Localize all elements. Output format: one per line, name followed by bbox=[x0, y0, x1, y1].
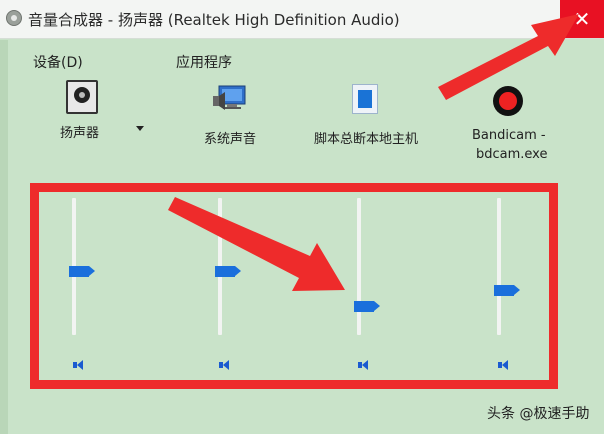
mute-speaker-icon[interactable] bbox=[73, 360, 87, 370]
app-label-system-sounds: 系统声音 bbox=[204, 132, 257, 147]
volume-slider-script-host[interactable] bbox=[357, 198, 361, 335]
volume-mixer-app-icon bbox=[6, 10, 22, 26]
speaker-icon[interactable] bbox=[66, 80, 98, 114]
volume-slider-thumb-bandicam[interactable] bbox=[494, 285, 520, 296]
devices-section-label: 设备(D) bbox=[33, 55, 83, 71]
mute-bandicam-icon[interactable] bbox=[498, 360, 512, 370]
annotation-highlight-box bbox=[30, 183, 558, 389]
background-window-edge bbox=[0, 40, 8, 434]
volume-slider-thumb-script-host[interactable] bbox=[354, 301, 380, 312]
app-label-script-host: 脚本总断本地主机 bbox=[314, 132, 419, 147]
volume-slider-thumb-speaker[interactable] bbox=[69, 266, 95, 277]
title-bar: 音量合成器 - 扬声器 (Realtek High Definition Aud… bbox=[0, 0, 604, 39]
system-sounds-icon[interactable] bbox=[213, 84, 249, 112]
applications-section-label: 应用程序 bbox=[176, 55, 232, 71]
chevron-down-icon[interactable] bbox=[136, 126, 144, 131]
app-label-bandicam-line1: Bandicam - bbox=[472, 128, 546, 143]
app-label-bandicam-line2: bdcam.exe bbox=[476, 147, 548, 162]
bandicam-icon[interactable] bbox=[493, 86, 523, 116]
mute-system-sounds-icon[interactable] bbox=[219, 360, 233, 370]
watermark-text: 头条 @极速手助 bbox=[487, 406, 590, 422]
device-label-speaker: 扬声器 bbox=[60, 126, 100, 141]
mute-script-host-icon[interactable] bbox=[358, 360, 372, 370]
close-button[interactable]: ✕ bbox=[560, 0, 604, 38]
window-title: 音量合成器 - 扬声器 (Realtek High Definition Aud… bbox=[28, 11, 400, 29]
volume-slider-bandicam[interactable] bbox=[497, 198, 501, 335]
script-app-icon[interactable] bbox=[352, 84, 378, 114]
